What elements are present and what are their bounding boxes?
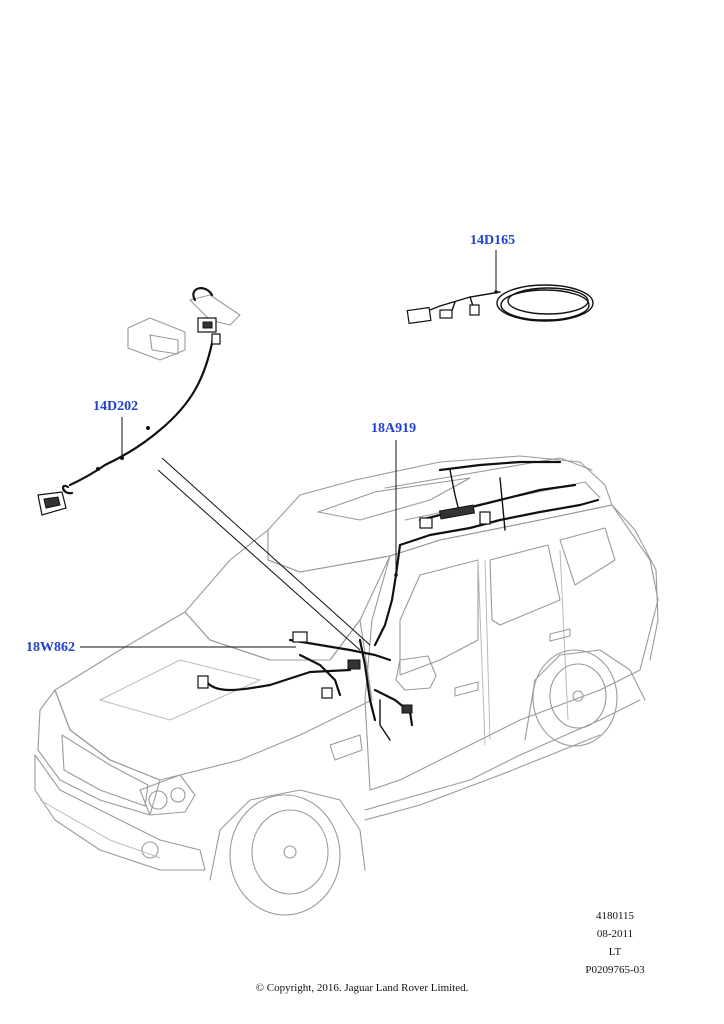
reference-date: 08-2011 — [596, 928, 634, 940]
label-14d165[interactable]: 14D165 — [470, 233, 516, 248]
harness-18w862[interactable] — [80, 631, 414, 741]
vehicle-outline — [34, 455, 659, 916]
callout-line-2 — [157, 469, 361, 651]
label-18w862[interactable]: 18W862 — [26, 640, 75, 655]
harness-14d202[interactable] — [37, 287, 241, 516]
copyright-notice: © Copyright, 2016. Jaguar Land Rover Lim… — [255, 982, 469, 994]
label-18a919[interactable]: 18A919 — [371, 421, 417, 436]
reference-code: 4180115 — [595, 910, 635, 922]
reference-variant: LT — [608, 946, 622, 958]
label-14d202[interactable]: 14D202 — [93, 399, 139, 414]
harness-14d165[interactable] — [406, 250, 594, 325]
illustration-id: P0209765-03 — [585, 964, 645, 976]
harness-18a919[interactable] — [373, 440, 600, 647]
callout-line-1 — [161, 457, 371, 646]
